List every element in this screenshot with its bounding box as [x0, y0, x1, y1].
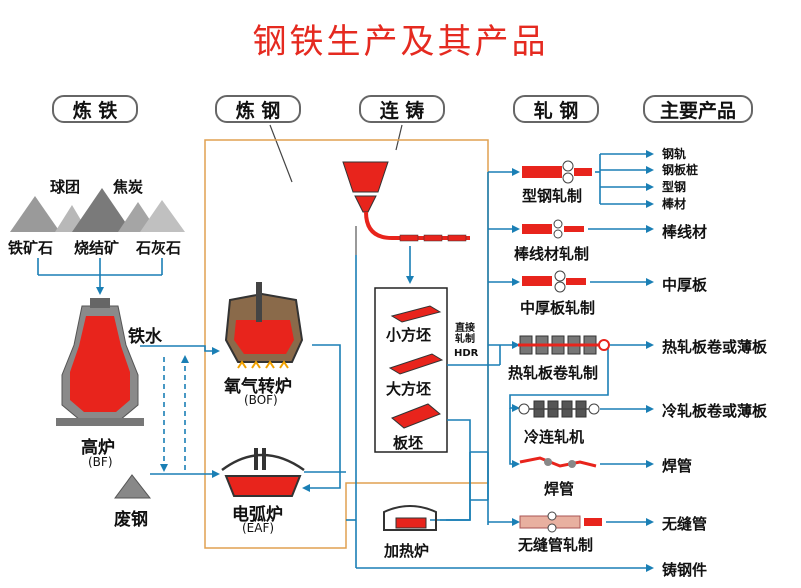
label-scrap: 废钢 — [114, 510, 148, 530]
label-blast-furnace-abbr: (BF) — [88, 455, 113, 469]
product-sheet-pile: 钢板桩 — [662, 163, 699, 177]
stage-products: 主要产品 — [643, 95, 753, 123]
product-cold-coil: 冷轧板卷或薄板 — [662, 402, 768, 420]
label-reheating: 加热炉 — [384, 542, 430, 560]
stage-steelmaking: 炼 钢 — [215, 95, 301, 123]
label-coke: 焦炭 — [113, 178, 144, 196]
product-casting: 铸钢件 — [662, 561, 708, 579]
raw-material-piles — [10, 188, 185, 232]
stage-ironmaking: 炼 铁 — [52, 95, 138, 123]
product-wire-rod: 棒线材 — [662, 223, 708, 241]
label-bloom: 大方坯 — [386, 380, 432, 398]
label-slab: 板坯 — [393, 434, 424, 452]
product-seamless-pipe: 无缝管 — [662, 515, 708, 533]
product-welded-pipe: 焊管 — [662, 457, 693, 475]
bof-icon — [224, 282, 304, 369]
reheating-furnace-icon — [383, 505, 437, 531]
label-blast-furnace: 高炉 — [81, 438, 115, 458]
product-rail: 钢轨 — [662, 147, 687, 161]
stage-rolling: 轧 钢 — [513, 95, 599, 123]
product-hot-coil: 热轧板卷或薄板 — [662, 338, 768, 356]
label-hdr-cn: 直接轧制 — [455, 323, 475, 345]
label-mill-seamless: 无缝管轧制 — [518, 536, 594, 554]
product-plate: 中厚板 — [662, 276, 708, 294]
continuous-caster-icon — [342, 161, 470, 255]
label-mill-hot: 热轧板卷轧制 — [508, 364, 599, 382]
mill-icons — [518, 160, 610, 533]
stage-casting: 连 铸 — [359, 95, 445, 123]
label-mill-plate: 中厚板轧制 — [520, 299, 596, 317]
label-mill-section: 型钢轧制 — [522, 187, 583, 205]
product-bar: 棒材 — [662, 197, 687, 211]
label-pellet: 球团 — [50, 178, 81, 196]
label-eaf: 电弧炉 — [232, 505, 283, 525]
product-section: 型钢 — [662, 180, 687, 194]
eaf-icon — [221, 448, 305, 497]
label-bof: 氧气转炉 — [224, 377, 292, 397]
label-eaf-abbr: (EAF) — [242, 521, 275, 535]
label-hot-metal: 铁水 — [128, 327, 162, 347]
label-bof-abbr: (BOF) — [244, 393, 278, 407]
label-limestone: 石灰石 — [136, 239, 182, 257]
scrap-icon — [114, 474, 152, 499]
blast-furnace-icon — [56, 298, 144, 426]
label-mill-wire: 棒线材轧制 — [514, 245, 590, 263]
label-mill-welded: 焊管 — [544, 480, 575, 498]
label-sinter: 烧结矿 — [74, 239, 120, 257]
label-hdr: HDR — [454, 348, 479, 359]
label-mill-cold: 冷连轧机 — [524, 428, 585, 446]
label-billet: 小方坯 — [386, 326, 432, 344]
page-title: 钢铁生产及其产品 — [252, 22, 549, 62]
label-iron-ore: 铁矿石 — [8, 239, 54, 257]
